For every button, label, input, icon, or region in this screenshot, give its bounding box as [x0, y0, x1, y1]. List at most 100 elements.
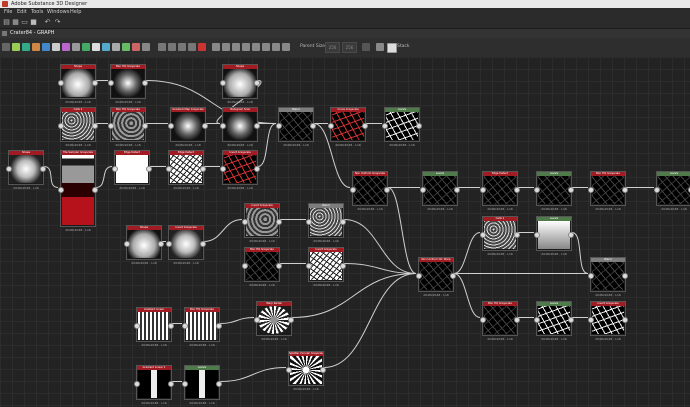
warp-node-icon[interactable] [132, 43, 140, 51]
pin-icon[interactable] [178, 43, 186, 51]
input-port[interactable] [182, 322, 188, 329]
input-port[interactable] [166, 240, 172, 247]
zoom-fit-icon[interactable] [232, 43, 240, 51]
input-port[interactable] [58, 122, 64, 129]
connection-wire[interactable] [453, 273, 481, 318]
menu-tools[interactable]: Tools [31, 9, 44, 15]
input-port[interactable] [134, 322, 140, 329]
connection-wire[interactable] [219, 367, 287, 382]
transform-node-icon[interactable] [142, 43, 150, 51]
output-port[interactable] [622, 186, 628, 193]
output-port[interactable] [568, 231, 574, 238]
menu-file[interactable]: File [4, 9, 13, 15]
output-port[interactable] [92, 186, 98, 193]
menu-edit[interactable]: Edit [17, 9, 27, 15]
output-port[interactable] [454, 186, 460, 193]
camera-icon[interactable] [376, 43, 384, 51]
input-port[interactable] [654, 186, 660, 193]
output-port[interactable] [254, 165, 260, 172]
connection-wire[interactable] [453, 232, 481, 274]
output-port[interactable] [216, 380, 222, 387]
node-library-icon[interactable] [22, 43, 30, 51]
output-port[interactable] [416, 122, 422, 129]
uniform-color-icon[interactable] [42, 43, 50, 51]
input-port[interactable] [108, 79, 114, 86]
output-port[interactable] [200, 240, 206, 247]
undo-icon[interactable]: ↶ [44, 18, 51, 26]
input-port[interactable] [58, 186, 64, 193]
output-port[interactable] [288, 316, 294, 323]
input-port[interactable] [134, 380, 140, 387]
output-port[interactable] [622, 272, 628, 279]
connection-wire[interactable] [219, 317, 255, 324]
input-port[interactable] [480, 231, 486, 238]
comment-icon[interactable] [168, 43, 176, 51]
input-port[interactable] [6, 165, 12, 172]
output-port[interactable] [320, 366, 326, 373]
connection-wire[interactable] [291, 273, 417, 318]
input-port[interactable] [588, 316, 594, 323]
layout-icon[interactable] [242, 43, 250, 51]
output-port[interactable] [688, 186, 690, 193]
input-port[interactable] [328, 122, 334, 129]
input-port[interactable] [350, 186, 356, 193]
redo-icon[interactable]: ↷ [54, 18, 61, 26]
filter-icon[interactable] [272, 43, 280, 51]
input-port[interactable] [534, 231, 540, 238]
output-port[interactable] [202, 122, 208, 129]
output-port[interactable] [276, 262, 282, 269]
output-port[interactable] [92, 79, 98, 86]
output-port[interactable] [568, 316, 574, 323]
input-port[interactable] [220, 165, 226, 172]
display-options-icon[interactable] [262, 43, 270, 51]
output-port[interactable] [40, 165, 46, 172]
connection-wire[interactable] [257, 123, 277, 167]
input-port[interactable] [306, 218, 312, 225]
connection-wire[interactable] [387, 187, 417, 274]
output-port[interactable] [168, 380, 174, 387]
connection-wire[interactable] [95, 166, 113, 188]
connection-wire[interactable] [43, 166, 59, 188]
input-port[interactable] [112, 165, 118, 172]
output-port[interactable] [384, 186, 390, 193]
settings-icon[interactable] [282, 43, 290, 51]
input-port[interactable] [166, 165, 172, 172]
align-icon[interactable] [188, 43, 196, 51]
connection-wire[interactable] [343, 219, 417, 274]
view-grid-icon[interactable] [212, 43, 220, 51]
output-port[interactable] [216, 322, 222, 329]
output-port[interactable] [340, 262, 346, 269]
output-port[interactable] [514, 186, 520, 193]
output-port[interactable] [254, 122, 260, 129]
input-port[interactable] [286, 366, 292, 373]
input-port[interactable] [420, 186, 426, 193]
output-port[interactable] [142, 122, 148, 129]
input-port[interactable] [534, 186, 540, 193]
text-node-icon[interactable] [72, 43, 80, 51]
link-size-icon[interactable] [362, 43, 370, 51]
input-port[interactable] [306, 262, 312, 269]
